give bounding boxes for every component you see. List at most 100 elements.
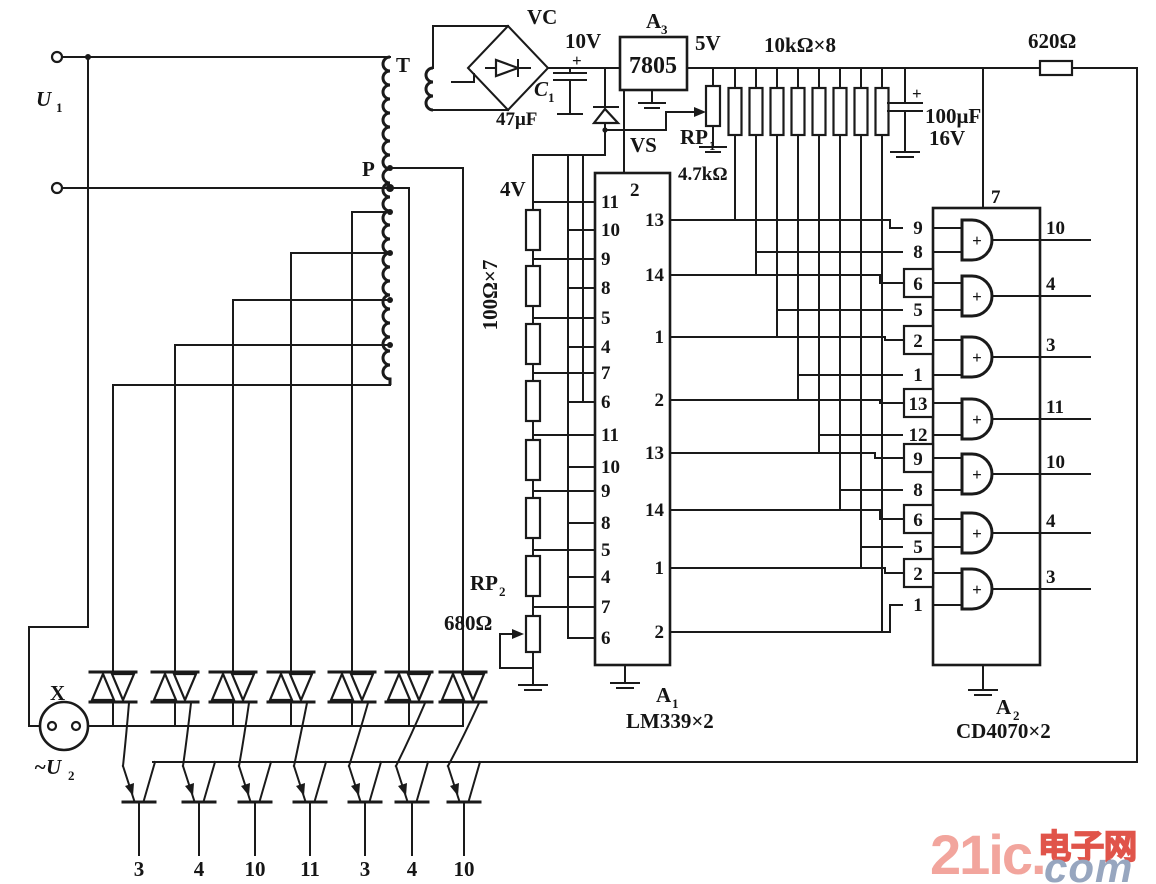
a3-sub: 3 xyxy=(661,22,668,37)
a1-pin: 1 xyxy=(655,558,665,579)
rp2-sub: 2 xyxy=(499,584,506,599)
v4-label: 4V xyxy=(500,177,526,201)
a2-top-pin: 7 xyxy=(991,187,1001,208)
a2-output-pin: 10 xyxy=(1046,452,1065,473)
triac-icon xyxy=(327,670,377,727)
c2-value: 100μF xyxy=(925,104,981,128)
terminal-label: 3 xyxy=(134,857,145,881)
transistor-icon xyxy=(347,760,383,856)
ground-icon xyxy=(968,664,998,696)
a1-pin: 13 xyxy=(645,443,664,464)
a2-pin: 8 xyxy=(913,242,923,263)
transistor-icon xyxy=(446,760,482,856)
wiper-arrow-icon xyxy=(512,629,524,639)
input-terminal-bottom xyxy=(50,181,64,195)
triac-icon xyxy=(384,670,434,727)
a2-output-pin: 11 xyxy=(1046,397,1064,418)
rp1-sub: 1 xyxy=(709,138,716,153)
reference-chain: 4V 100Ω×7 RP 2 680Ω xyxy=(444,154,606,691)
diode-icon xyxy=(494,58,522,78)
a3-label: A xyxy=(646,9,662,33)
gate-wires xyxy=(121,701,481,768)
a1-pin: 14 xyxy=(645,265,665,286)
resistor-network-10k: 10kΩ×8 xyxy=(727,33,890,633)
a1-pin: 7 xyxy=(601,597,611,618)
a1-label: A xyxy=(656,683,672,707)
a2-output-pin: 3 xyxy=(1046,567,1056,588)
a2-pin: 6 xyxy=(913,510,923,531)
rnet-label: 10kΩ×8 xyxy=(764,33,836,57)
input-terminals: U 1 xyxy=(28,50,391,727)
a1-pin: 4 xyxy=(601,567,611,588)
c1-sub: 1 xyxy=(548,90,555,105)
regulator-7805: 7805 A 3 xyxy=(618,9,689,174)
a1-pin: 11 xyxy=(601,425,619,446)
triac-row xyxy=(88,670,488,768)
triac-icon xyxy=(88,670,138,727)
bridge-rectifier: VC xyxy=(451,5,557,112)
a2-pin: 1 xyxy=(913,595,923,616)
wiper-arrow-icon xyxy=(694,107,706,117)
xor-gate-icon xyxy=(960,511,994,555)
gate-plus: + xyxy=(972,410,982,429)
gate-plus: + xyxy=(972,231,982,250)
c2-voltage: 16V xyxy=(929,126,965,150)
tap-p-label: P xyxy=(362,157,375,181)
a1-pin: 6 xyxy=(601,392,611,413)
resistor-620 xyxy=(1038,59,1074,77)
u1-label: U xyxy=(36,87,53,111)
transistor-icon xyxy=(181,760,217,856)
a1-pin: 5 xyxy=(601,540,611,561)
c1-label: C xyxy=(534,77,549,101)
a1-pin: 2 xyxy=(655,390,665,411)
a2-output-pin: 10 xyxy=(1046,218,1065,239)
terminal-label: 3 xyxy=(360,857,371,881)
zener-icon xyxy=(591,107,621,125)
gate-plus: + xyxy=(972,348,982,367)
a1-pin: 4 xyxy=(601,337,611,358)
u1-sub: 1 xyxy=(56,100,63,115)
gate-plus: + xyxy=(972,524,982,543)
socket-label: X xyxy=(50,681,65,705)
a1-pin: 7 xyxy=(601,363,611,384)
u2-label: ~U xyxy=(34,755,63,779)
comparator-a1: 2 11 10 9 8 5 4 7 6 11 10 9 8 5 4 7 6 13… xyxy=(593,171,714,733)
a1-pin: 11 xyxy=(601,192,619,213)
watermark: 21ic. 电子网 com xyxy=(930,823,1138,884)
xor-gate-icon xyxy=(960,567,994,611)
gate-plus: + xyxy=(972,287,982,306)
a2-pin: 5 xyxy=(913,300,923,321)
xor-gate-icon xyxy=(960,397,994,441)
rp1-value: 4.7kΩ xyxy=(678,164,728,185)
rchain-label: 100Ω×7 xyxy=(478,260,502,331)
vs-label: VS xyxy=(630,133,657,157)
watermark-suffix: com xyxy=(1044,844,1133,884)
triac-icon xyxy=(150,670,200,727)
a2-pin: 5 xyxy=(913,537,923,558)
a1-pin: 10 xyxy=(601,220,620,241)
a1-pin: 8 xyxy=(601,513,611,534)
terminal-label: 4 xyxy=(194,857,205,881)
c1-plus: + xyxy=(572,51,582,70)
a2-pin: 1 xyxy=(913,365,923,386)
a2-pin: 6 xyxy=(913,274,923,295)
rp2-body xyxy=(524,554,542,598)
a2-output-pin: 4 xyxy=(1046,274,1056,295)
r620-label: 620Ω xyxy=(1028,29,1076,53)
rp1-body xyxy=(704,84,722,128)
output-socket: X ~U 2 xyxy=(34,681,464,783)
transistor-icon xyxy=(394,760,430,856)
a1-pin: 13 xyxy=(645,210,664,231)
a1-box xyxy=(593,171,672,667)
capacitor-c2: + 100μF 16V xyxy=(887,67,981,158)
regulator-label: 7805 xyxy=(629,53,677,79)
power-rail: 10V 5V 620Ω xyxy=(547,29,1138,763)
transformer-label: T xyxy=(396,53,410,77)
secondary-winding xyxy=(424,66,434,112)
terminal-label: 10 xyxy=(245,857,266,881)
gate-plus: + xyxy=(972,465,982,484)
v5-label: 5V xyxy=(695,31,721,55)
a2-pin: 13 xyxy=(909,394,928,415)
a1-pin: 10 xyxy=(601,457,620,478)
